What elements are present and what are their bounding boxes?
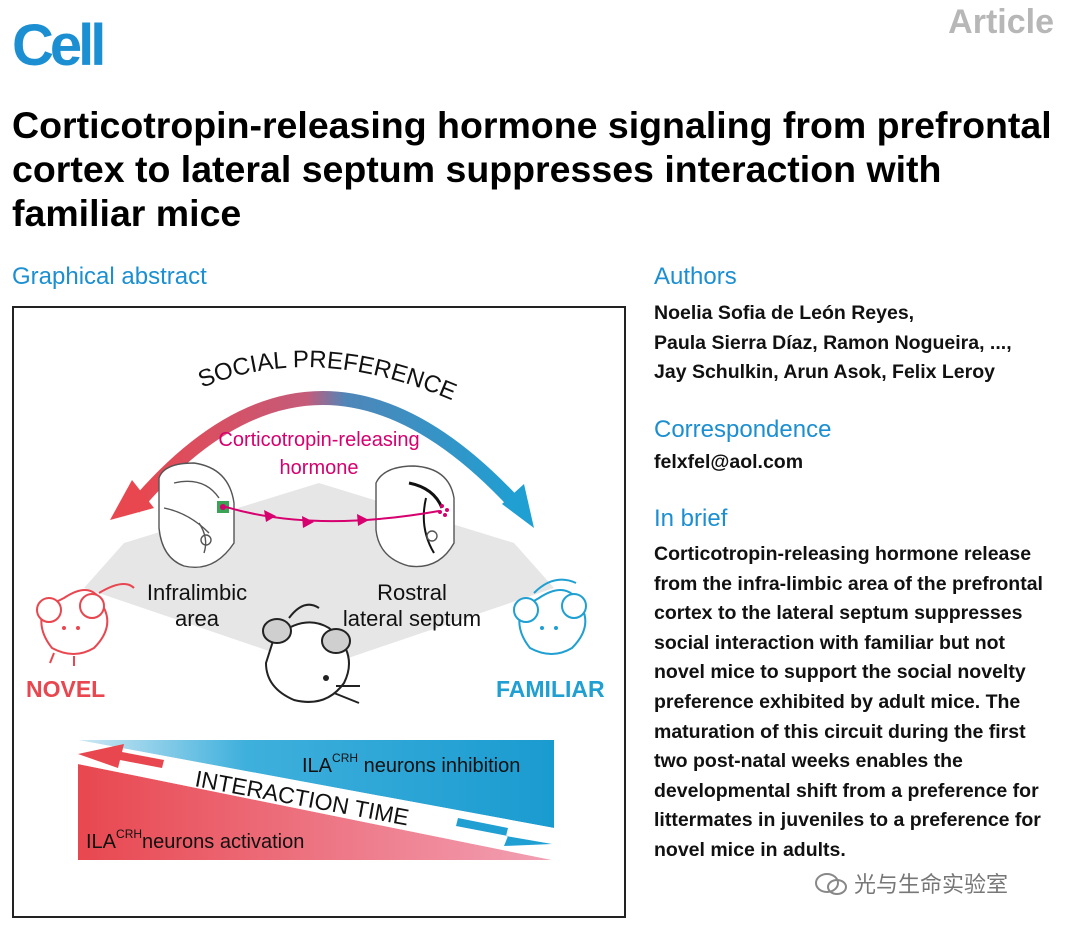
arc-arrowhead-left — [110, 480, 154, 520]
brief-line: Corticotropin-releasing hormone release — [654, 543, 1032, 565]
in-brief-text: Corticotropin-releasing hormone release … — [654, 540, 1074, 866]
interaction-band — [78, 740, 554, 860]
center-mouse-icon — [262, 603, 360, 704]
article-title: Corticotropin-releasing hormone signalin… — [12, 104, 1052, 234]
inhibition-label: ILACRH neurons inhibition — [302, 751, 520, 777]
region-left-line2: area — [175, 606, 220, 631]
brief-line: two post-natal weeks enables the — [654, 750, 963, 773]
hormone-label-line2: hormone — [280, 457, 359, 479]
watermark: 光与生命实验室 — [814, 872, 1008, 900]
arc-arrowhead-right — [502, 484, 534, 528]
brief-line: novel mice to support the social novelty — [654, 661, 1026, 684]
crh-projection-line — [225, 506, 440, 523]
familiar-mouse-icon — [513, 578, 587, 655]
septum-target-dots — [438, 504, 449, 517]
label-familiar: FAMILIAR — [496, 676, 605, 702]
arrow-right-icon — [456, 818, 552, 846]
brief-line: novel mice in adults. — [654, 838, 846, 861]
activation-label: ILACRHneurons activation — [86, 827, 304, 853]
projection-arrow-3 — [357, 514, 369, 526]
label-novel: NOVEL — [26, 676, 105, 702]
brief-line: maturation of this circuit during the fi… — [654, 720, 1026, 743]
brief-line: cortex to the lateral septum suppresses — [654, 602, 1023, 625]
arrow-left-icon — [78, 744, 164, 768]
graphical-abstract-svg: SOCIAL PREFERENCE Corticotropin-releasin… — [26, 346, 605, 860]
region-right-line1: Rostral — [377, 580, 447, 605]
region-left-line1: Infralimbic — [147, 580, 247, 605]
journal-logo: Cell — [12, 13, 106, 78]
brief-line: from the infra-limbic area of the prefro… — [654, 572, 1043, 595]
graphical-abstract-heading: Graphical abstract — [12, 263, 207, 290]
brain-section-left — [158, 462, 235, 568]
in-brief-heading: In brief — [654, 505, 728, 532]
brief-line: preference exhibited by adult mice. The — [654, 690, 1021, 713]
correspondence-heading: Correspondence — [654, 416, 832, 443]
hormone-label-line1: Corticotropin-releasing — [218, 429, 419, 451]
infralimbic-dot — [220, 504, 226, 510]
graphical-abstract-figure: SOCIAL PREFERENCE Corticotropin-releasin… — [12, 306, 626, 918]
brief-line: social interaction with familiar but not — [654, 631, 1006, 654]
brain-section-right — [375, 465, 455, 568]
author-line: Noelia Sofia de León Reyes, — [654, 302, 915, 324]
novel-mouse-icon — [36, 583, 135, 666]
wechat-icon — [815, 873, 847, 895]
projection-arrow-1 — [264, 510, 276, 522]
region-right-line2: lateral septum — [343, 606, 481, 631]
correspondence-email[interactable]: felxfel@aol.com — [654, 451, 804, 473]
authors-list: Noelia Sofia de León Reyes, Paula Sierra… — [654, 299, 1074, 388]
projection-arrow-2 — [302, 516, 314, 528]
brief-line: developmental shift from a preference fo… — [654, 779, 1039, 802]
author-line: Jay Schulkin, Arun Asok, Felix Leroy — [654, 361, 995, 384]
watermark-text: 光与生命实验室 — [854, 873, 1009, 898]
social-preference-arc — [128, 391, 525, 513]
article-type-label: Article — [948, 3, 1054, 41]
author-line: Paula Sierra Díaz, Ramon Nogueira, ..., — [654, 331, 1012, 354]
brief-line: littermates in juveniles to a preference… — [654, 809, 1041, 832]
authors-heading: Authors — [654, 263, 737, 290]
